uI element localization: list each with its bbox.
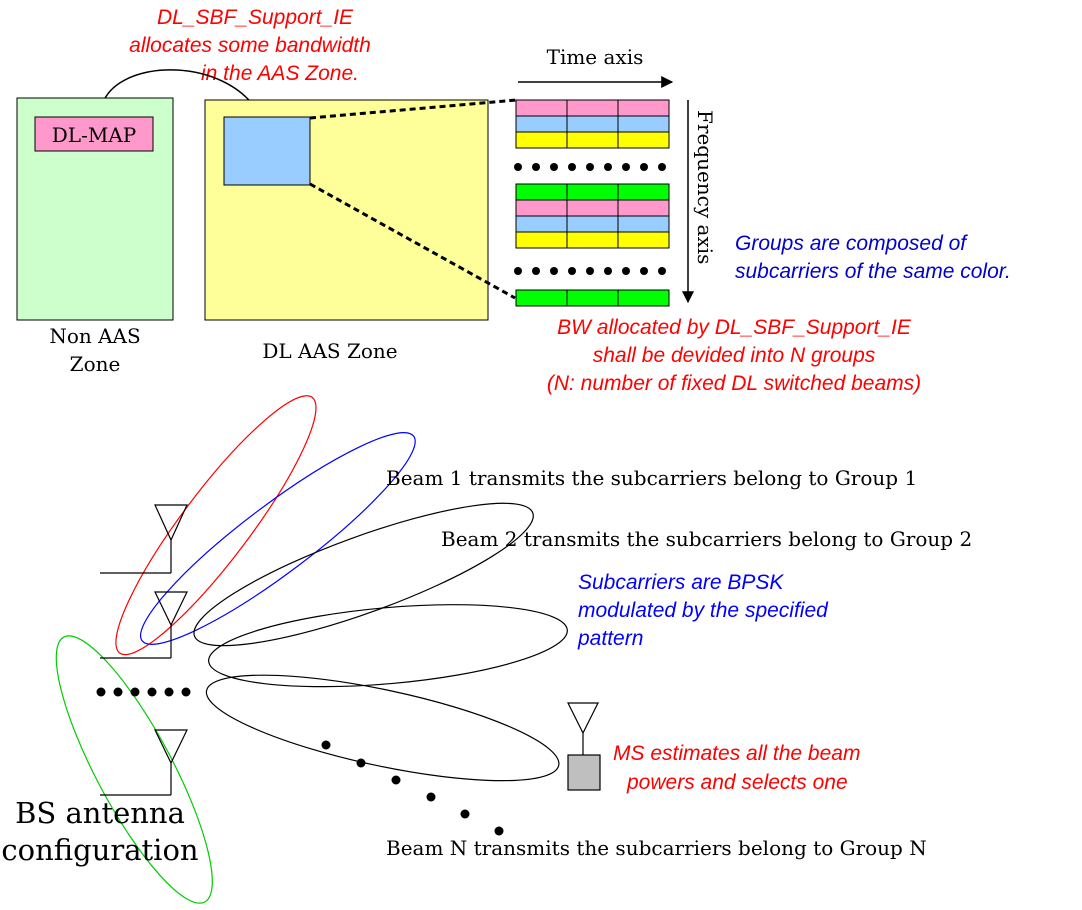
subcarrier-cell-pink <box>566 199 619 217</box>
subcarrier-cell-blue <box>617 215 670 233</box>
beam-lobe-3 <box>193 502 534 647</box>
subcarrier-cell-yellow <box>515 231 568 249</box>
ms-note-line-2: powers and selects one <box>626 771 848 794</box>
subcarrier-cell-yellow <box>617 231 670 249</box>
non-aas-zone-label-1: Non AAS <box>49 324 140 348</box>
grid-ellipsis-lower <box>514 267 666 275</box>
subcarrier-cell-yellow <box>515 131 568 149</box>
annotation-line-1: DL_SBF_Support_IE <box>157 6 354 29</box>
beam-ellipsis <box>321 740 504 836</box>
antenna-icon <box>100 591 188 659</box>
ms-antenna-icon <box>567 702 599 735</box>
subcarrier-cell-blue <box>566 115 619 133</box>
ms-device-box <box>567 754 601 791</box>
aas-allocation-box <box>223 116 311 186</box>
subcarrier-cell-blue <box>617 115 670 133</box>
bs-label-line-2: configuration <box>1 833 198 867</box>
subcarrier-cell-blue <box>515 115 568 133</box>
subcarrier-cell-blue <box>515 215 568 233</box>
beam-n-text: Beam N transmits the subcarriers belong … <box>386 836 927 860</box>
beam-lobe-1 <box>115 395 317 656</box>
subcarrier-cell-pink <box>566 99 619 117</box>
dl-map-box <box>34 116 154 152</box>
bpsk-note-line-1: Subcarriers are BPSK <box>578 571 784 594</box>
subcarrier-cell-green <box>515 289 568 307</box>
subcarrier-cell-yellow <box>566 231 619 249</box>
subcarrier-cell-yellow <box>617 131 670 149</box>
beam-1-text: Beam 1 transmits the subcarriers belong … <box>386 466 917 490</box>
subcarrier-cell-green <box>566 289 619 307</box>
antenna-icon <box>100 729 188 796</box>
ms-note: MS estimates all the beam powers and sel… <box>613 742 860 794</box>
subcarrier-cell-green <box>617 289 670 307</box>
allocation-pointer-arrow <box>103 69 259 114</box>
subcarrier-cell-pink <box>617 99 670 117</box>
beam-lobes <box>55 395 568 904</box>
beam-lobe-2 <box>139 432 416 645</box>
subcarrier-cell-blue <box>566 215 619 233</box>
dl-aas-zone: DL AAS Zone <box>204 99 489 363</box>
antenna-ellipsis <box>96 687 191 697</box>
subcarrier-cell-pink <box>617 199 670 217</box>
bpsk-note-line-2: modulated by the specified <box>578 599 829 622</box>
antenna-icon <box>100 504 188 574</box>
bw-note: BW allocated by DL_SBF_Support_IE shall … <box>547 316 921 395</box>
subcarrier-cell-green <box>566 183 619 201</box>
groups-note-line-1: Groups are composed of <box>735 232 968 255</box>
bpsk-note: Subcarriers are BPSK modulated by the sp… <box>577 571 829 650</box>
dl-aas-zone-label: DL AAS Zone <box>262 339 397 363</box>
groups-note: Groups are composed of subcarriers of th… <box>735 232 1011 283</box>
subcarrier-cell-pink <box>515 199 568 217</box>
top-annotation: DL_SBF_Support_IE allocates some bandwid… <box>129 6 371 85</box>
beam-2-text: Beam 2 transmits the subcarriers belong … <box>441 527 972 551</box>
bw-note-line-2: shall be devided into N groups <box>593 344 876 367</box>
subcarrier-cell-pink <box>515 99 568 117</box>
subcarrier-cell-yellow <box>566 131 619 149</box>
frequency-axis-label: Frequency axis <box>693 110 717 264</box>
beam-lobe-n <box>55 635 213 904</box>
time-axis-label: Time axis <box>547 45 644 69</box>
bs-label-line-1: BS antenna <box>15 796 185 830</box>
bs-antennas <box>100 504 188 796</box>
zoom-line-bottom <box>309 182 516 300</box>
subcarrier-cell-green <box>617 183 670 201</box>
beam-lobe-5 <box>205 674 560 782</box>
non-aas-zone-label-2: Zone <box>70 352 121 376</box>
ms-terminal <box>567 702 601 791</box>
ms-note-line-1: MS estimates all the beam <box>613 742 860 765</box>
subcarrier-cell-green <box>515 183 568 201</box>
non-aas-zone: DL-MAP Non AAS Zone <box>16 97 174 376</box>
groups-note-line-2: subcarriers of the same color. <box>735 260 1011 283</box>
grid-ellipsis-upper <box>514 163 666 171</box>
annotation-line-3: in the AAS Zone. <box>201 62 359 85</box>
annotation-line-2: allocates some bandwidth <box>129 34 371 57</box>
beam-lobe-4 <box>208 604 568 688</box>
bw-note-line-3: (N: number of fixed DL switched beams) <box>547 372 921 395</box>
subcarrier-grid <box>515 99 670 307</box>
dl-map-label: DL-MAP <box>52 123 136 147</box>
zoom-line-top <box>309 98 518 120</box>
bw-note-line-1: BW allocated by DL_SBF_Support_IE <box>557 316 912 339</box>
bpsk-note-line-3: pattern <box>577 627 643 650</box>
